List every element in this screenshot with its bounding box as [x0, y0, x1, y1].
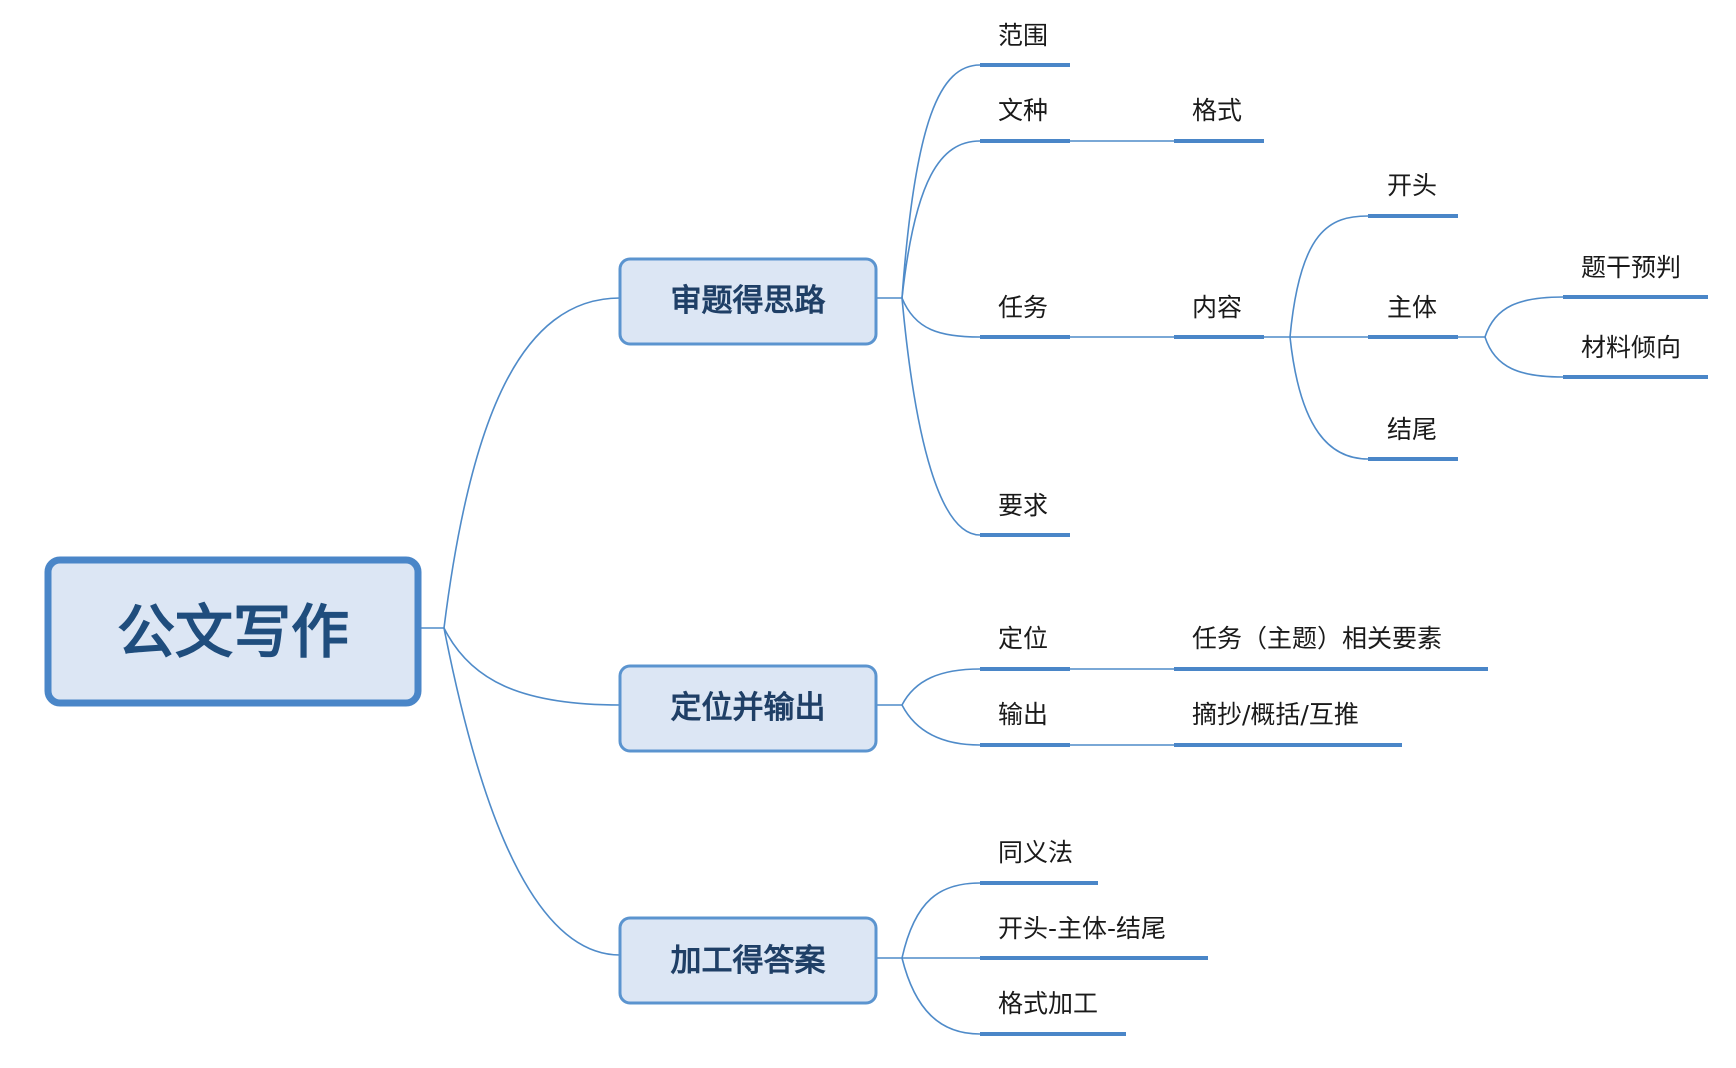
- topic-shuchu-detail[interactable]: 摘抄/概括/互推: [1174, 700, 1402, 747]
- branch-box-shenti: [618, 257, 878, 346]
- topic-geshijiagong[interactable]: 格式加工: [980, 989, 1126, 1036]
- branch-label-dingwei: 定位并输出: [671, 690, 826, 726]
- branch-node-shenti[interactable]: 审题得思路: [618, 257, 878, 346]
- topic-label-kaitou: 开头: [1387, 171, 1437, 200]
- topic-label-structure: 开头-主体-结尾: [998, 914, 1166, 943]
- edge-root-b3: [443, 627, 621, 956]
- topic-kaitou[interactable]: 开头: [1368, 171, 1458, 218]
- topic-jiewei[interactable]: 结尾: [1368, 415, 1458, 461]
- edge-b1-wenzhong: [901, 140, 981, 299]
- edge-zhuti-cailiao: [1484, 336, 1564, 378]
- branch-node-jiagong[interactable]: 加工得答案: [618, 916, 878, 1005]
- branch-node-dingwei[interactable]: 定位并输出: [618, 664, 878, 753]
- topic-tongyi[interactable]: 同义法: [980, 838, 1098, 885]
- topic-label-geshi: 格式: [1192, 96, 1242, 125]
- topic-label-fanwei: 范围: [998, 21, 1048, 50]
- topic-shuchu[interactable]: 输出: [980, 700, 1070, 747]
- edge-b1-fanwei: [876, 64, 981, 299]
- topic-label-dingwei: 定位: [998, 624, 1048, 653]
- edge-b1-yaoqiu: [901, 297, 981, 536]
- topic-tigan[interactable]: 题干预判: [1563, 253, 1708, 299]
- edge-neirong-jiewei: [1289, 336, 1369, 460]
- branch-label-jiagong: 加工得答案: [671, 943, 827, 979]
- root-node-label: 公文写作: [117, 598, 349, 666]
- root-node-box: [44, 556, 422, 707]
- topic-dingwei[interactable]: 定位: [980, 624, 1070, 671]
- topic-neirong[interactable]: 内容: [1174, 293, 1264, 339]
- edge-neirong-kaitou: [1262, 215, 1369, 338]
- topic-label-neirong: 内容: [1192, 293, 1242, 322]
- topic-label-geshijiagong: 格式加工: [998, 989, 1098, 1018]
- topic-label-dingwei-detail: 任务（主题）相关要素: [1192, 624, 1442, 653]
- topic-label-tigan: 题干预判: [1581, 253, 1681, 282]
- topic-dingwei-detail[interactable]: 任务（主题）相关要素: [1174, 624, 1488, 671]
- edge-b2-dingwei: [876, 668, 981, 706]
- edge-b3-geshijiagong: [901, 957, 981, 1035]
- edge-root-b2: [443, 627, 621, 706]
- topic-geshi[interactable]: 格式: [1174, 96, 1264, 143]
- edge-b2-shuchu: [901, 704, 981, 746]
- topic-label-zhuti: 主体: [1387, 293, 1437, 322]
- edge-b3-tongyi: [876, 882, 981, 959]
- topic-fanwei[interactable]: 范围: [980, 21, 1070, 67]
- topic-label-yaoqiu: 要求: [998, 491, 1048, 520]
- topic-cailiao[interactable]: 材料倾向: [1563, 333, 1708, 379]
- topic-zhuti[interactable]: 主体: [1368, 293, 1458, 339]
- topic-yaoqiu[interactable]: 要求: [980, 491, 1070, 537]
- topic-wenzhong[interactable]: 文种: [980, 96, 1070, 143]
- topic-structure[interactable]: 开头-主体-结尾: [980, 914, 1208, 960]
- topic-label-wenzhong: 文种: [998, 96, 1048, 125]
- branch-label-shenti: 审题得思路: [671, 283, 827, 319]
- edge-b1-renwu: [901, 297, 981, 338]
- topic-label-renwu: 任务: [998, 293, 1048, 322]
- topic-label-tongyi: 同义法: [998, 838, 1073, 867]
- topic-label-shuchu-detail: 摘抄/概括/互推: [1192, 700, 1359, 729]
- connector-lines: [418, 64, 1564, 1035]
- branch-box-jiagong: [618, 916, 878, 1005]
- topic-label-cailiao: 材料倾向: [1581, 333, 1681, 362]
- topic-renwu[interactable]: 任务: [980, 293, 1070, 339]
- topic-label-jiewei: 结尾: [1387, 415, 1437, 444]
- edge-root-b1: [418, 297, 621, 629]
- branch-box-dingwei: [618, 664, 878, 753]
- topic-label-shuchu: 输出: [998, 700, 1048, 729]
- edge-zhuti-tigan: [1456, 296, 1564, 338]
- root-node[interactable]: 公文写作: [44, 556, 422, 707]
